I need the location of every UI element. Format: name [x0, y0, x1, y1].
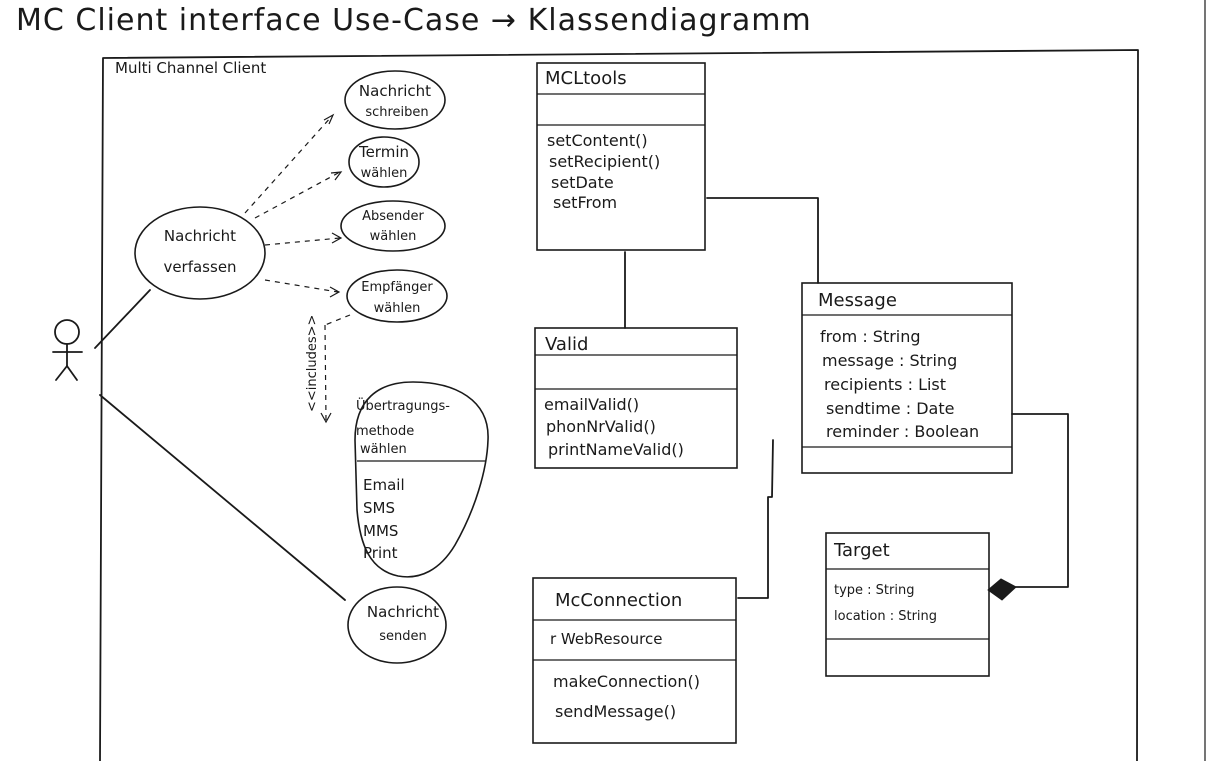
class-mcltools-method-4: setFrom: [553, 193, 617, 212]
class-mcconnection-method-1: makeConnection(): [553, 672, 700, 691]
usecase-write-line1: Nachricht: [359, 82, 431, 100]
usecase-date: Termin wählen: [348, 136, 420, 188]
usecase-recipient-line2: wählen: [374, 301, 421, 316]
class-valid: Valid emailValid() phonNrValid() printNa…: [534, 327, 738, 469]
actor-stick-figure: [52, 319, 83, 381]
usecase-transfer-line3: wählen: [360, 442, 407, 457]
class-associations: [624, 197, 1069, 601]
class-valid-method-3: printNameValid(): [548, 440, 684, 459]
transfer-option-email: Email: [363, 476, 405, 494]
association-actor-compose: [94, 289, 151, 349]
usecase-transfer-line1: Übertragungs-: [356, 397, 450, 414]
class-mcconnection-attr-1: r WebResource: [550, 630, 662, 648]
class-target: Target type : String location : String: [825, 532, 990, 677]
class-mcltools: MCLtools setContent() setRecipient() set…: [536, 62, 706, 251]
usecase-sender-line2: wählen: [370, 229, 417, 244]
class-mcconnection: McConnection r WebResource makeConnectio…: [532, 577, 737, 744]
class-mcconnection-method-2: sendMessage(): [555, 702, 676, 721]
usecase-send-line2: senden: [379, 629, 427, 644]
usecase-recipient: Empfänger wählen: [346, 269, 448, 323]
usecase-compose: Nachricht verfassen: [134, 206, 266, 300]
class-valid-name: Valid: [545, 334, 588, 355]
class-mcltools-method-2: setRecipient(): [549, 152, 660, 171]
usecase-date-line1: Termin: [358, 143, 409, 161]
class-target-attr-2: location : String: [834, 609, 937, 624]
transfer-option-mms: MMS: [363, 522, 398, 540]
class-message-attr-5: reminder : Boolean: [826, 422, 979, 441]
page-title: MC Client interface Use-Case → Klassendi…: [16, 3, 812, 38]
usecase-transfer-line2: methode: [356, 424, 414, 439]
usecase-send-line1: Nachricht: [367, 603, 439, 621]
usecase-compose-line1: Nachricht: [164, 227, 236, 245]
usecase-send: Nachricht senden: [347, 586, 447, 664]
system-boundary-label: Multi Channel Client: [115, 59, 266, 77]
class-message-name: Message: [818, 290, 897, 311]
include-label: <<includes>>: [305, 315, 320, 412]
class-mcltools-method-1: setContent(): [547, 131, 648, 150]
class-message-attr-4: sendtime : Date: [826, 399, 954, 418]
class-mcconnection-name: McConnection: [555, 590, 682, 611]
usecase-write-line2: schreiben: [365, 105, 428, 120]
class-valid-method-1: emailValid(): [544, 395, 639, 414]
usecase-transfer: Übertragungs- methode wählen Email SMS M…: [354, 381, 489, 578]
class-mcltools-method-3: setDate: [551, 173, 614, 192]
usecase-date-line2: wählen: [361, 166, 408, 181]
usecase-compose-line2: verfassen: [163, 258, 236, 276]
usecase-recipient-line1: Empfänger: [361, 280, 433, 295]
dashed-relations: [244, 113, 351, 424]
transfer-option-sms: SMS: [363, 499, 395, 517]
class-target-attr-1: type : String: [834, 583, 914, 598]
class-message-attr-3: recipients : List: [824, 375, 946, 394]
class-valid-method-2: phonNrValid(): [546, 417, 656, 436]
aggregation-diamond-icon: [987, 578, 1017, 601]
association-actor-send: [99, 394, 346, 601]
class-mcltools-name: MCLtools: [545, 68, 627, 89]
transfer-option-print: Print: [363, 544, 398, 562]
system-boundary: [99, 49, 1139, 761]
class-message-attr-1: from : String: [820, 327, 921, 346]
class-target-name: Target: [833, 540, 890, 561]
usecase-sender: Absender wählen: [340, 200, 446, 252]
usecase-sender-line1: Absender: [362, 209, 424, 224]
usecase-write: Nachricht schreiben: [344, 70, 446, 130]
class-message-attr-2: message : String: [822, 351, 957, 370]
class-message: Message from : String message : String r…: [801, 282, 1013, 474]
